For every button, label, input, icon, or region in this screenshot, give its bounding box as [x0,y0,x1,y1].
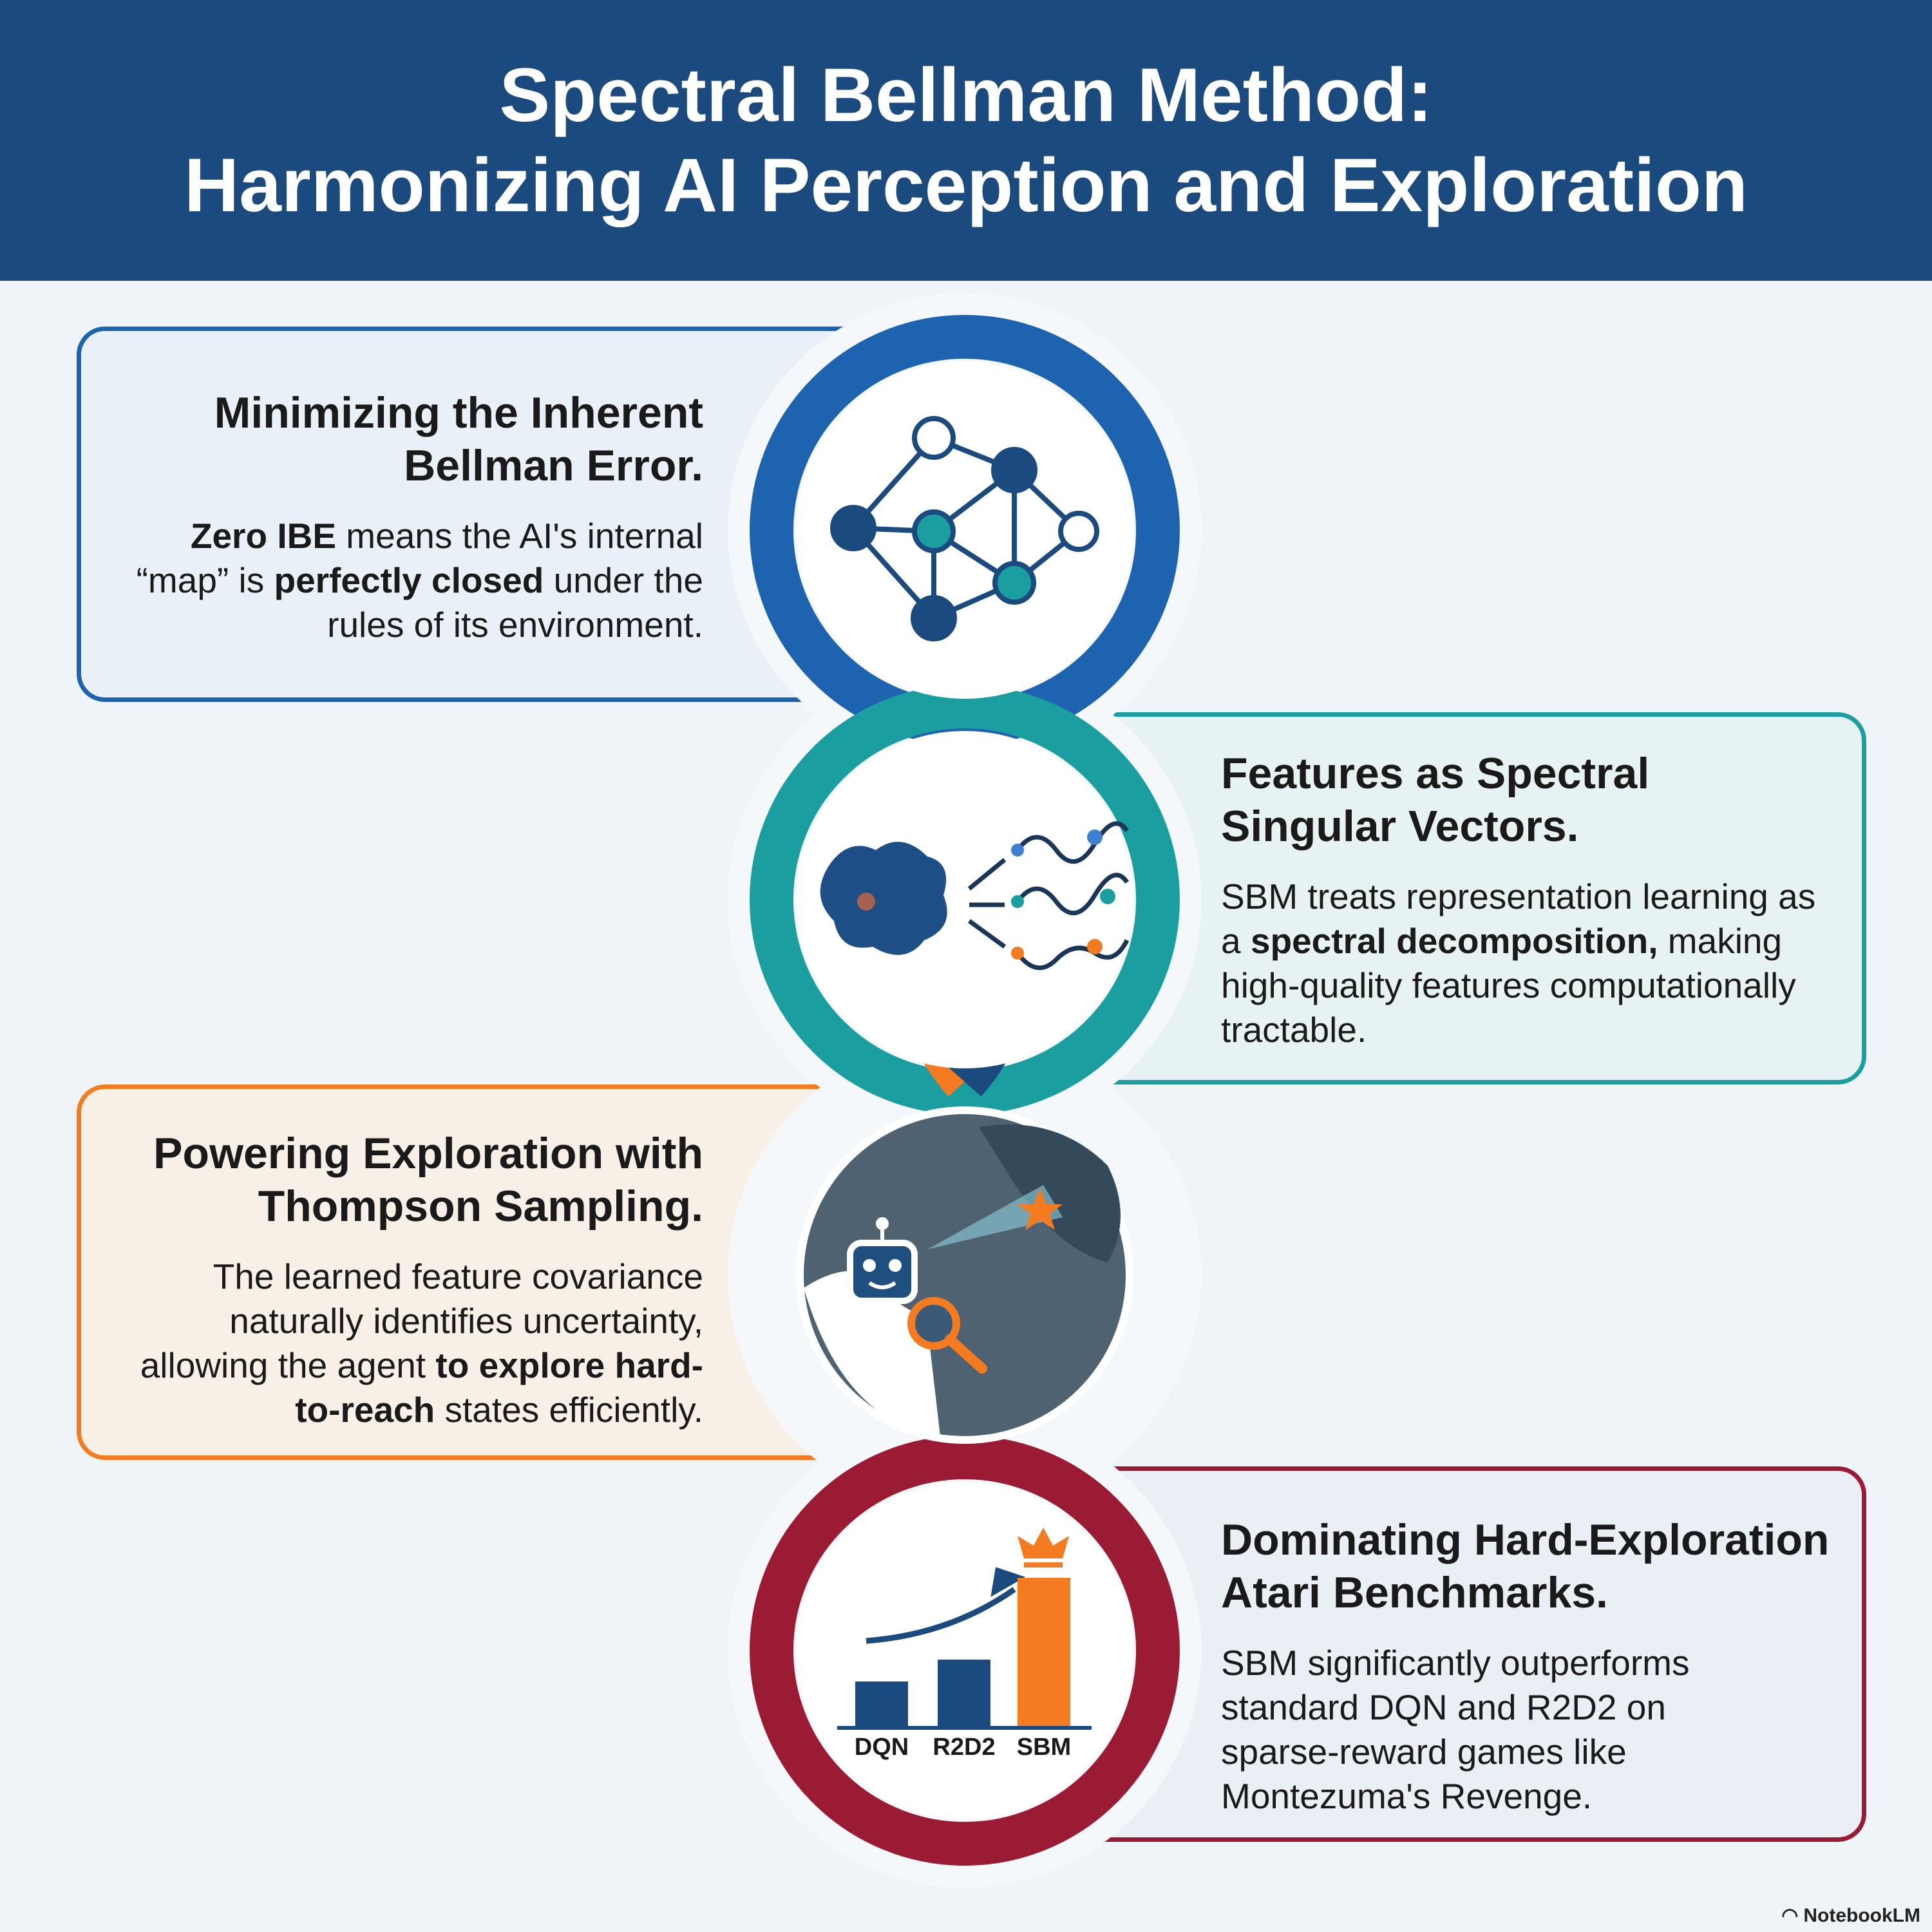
body-text: The learned feature covariance naturally… [140,1256,703,1385]
bar-label-r2d2: R2D2 [933,1734,996,1761]
ring-teal [750,685,1180,1115]
section-1-heading: Minimizing the Inherent Bellman Error. [214,388,703,490]
ring-crimson [750,1435,1180,1866]
network-graph-icon [830,416,1099,641]
section-1-body: Zero IBE means the AI's internal “map” i… [116,514,703,647]
section-2-text: Features as Spectral Singular Vectors. S… [1221,747,1839,1052]
spectral-decomposition-icon [820,821,1130,971]
section-3-text: Powering Exploration with Thompson Sampl… [103,1127,703,1432]
notebooklm-logo-icon: ◠ [1781,1905,1799,1926]
notebooklm-label: NotebookLM [1803,1904,1920,1926]
notebooklm-brand: ◠ NotebookLM [1781,1904,1920,1927]
section-3-heading: Powering Exploration with Thompson Sampl… [153,1129,703,1231]
section-2-heading: Features as Spectral Singular Vectors. [1221,749,1650,851]
bar-label-sbm: SBM [1016,1734,1072,1761]
robot-explorer-icon [804,1114,1126,1436]
bar-sbm [1018,1578,1070,1726]
body-text: SBM significantly outperforms standard D… [1221,1643,1690,1816]
body-text: under the rules of its environment. [327,560,703,645]
header-banner: Spectral Bellman Method: Harmonizing AI … [0,0,1932,281]
section-2-body: SBM treats representation learning as a … [1221,875,1839,1052]
section-1-text: Minimizing the Inherent Bellman Error. Z… [116,386,703,647]
section-3-body: The learned feature covariance naturally… [103,1255,703,1432]
emphasis-text: to explore hard-to-reach [295,1345,703,1430]
body-text: making high-quality features computation… [1221,921,1796,1050]
emphasis-text: Zero IBE [190,516,337,556]
body-text: SBM treats representation learning as a [1221,876,1816,961]
section-4-body: SBM significantly outperforms standard D… [1221,1641,1749,1819]
title-line-2: Harmonizing AI Perception and Exploratio… [184,143,1748,228]
bar-chart-crown-icon [837,1528,1092,1730]
emphasis-text: spectral decomposition, [1250,921,1658,961]
body-text: means the AI's internal “map” is [136,516,703,600]
section-4-text: Dominating Hard-Exploration Atari Benchm… [1221,1513,1852,1819]
title-line-1: Spectral Bellman Method: [499,53,1433,138]
body-text: states efficiently. [435,1390,703,1430]
bar-r2d2 [938,1659,990,1726]
section-4-heading: Dominating Hard-Exploration Atari Benchm… [1221,1515,1830,1617]
bar-label-dqn: DQN [854,1734,909,1761]
bar-dqn [855,1681,908,1726]
emphasis-text: perfectly closed [274,560,544,600]
